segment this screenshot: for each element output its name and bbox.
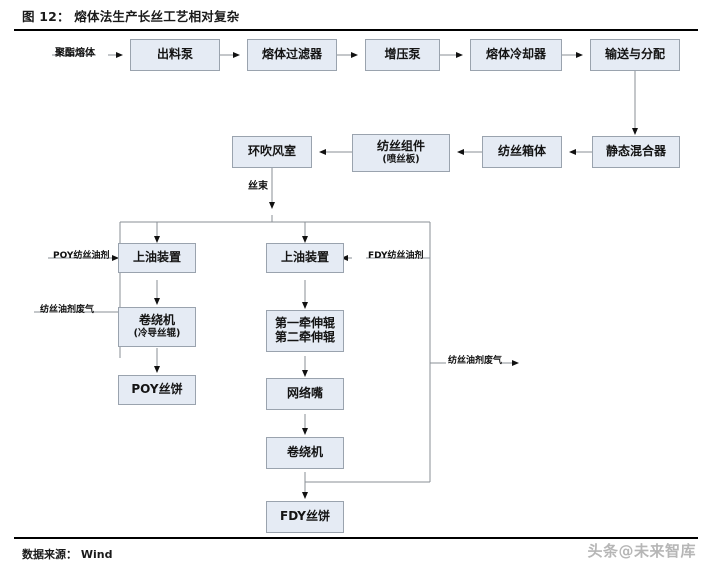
- node-sublabel: (喷丝板): [382, 153, 420, 165]
- node-label: 上油装置: [132, 250, 181, 265]
- node-label-2: 第二牵伸辊: [274, 330, 335, 344]
- node-label: 静态混合器: [605, 144, 666, 159]
- node-discharge-pump[interactable]: 出料泵: [130, 39, 220, 71]
- watermark: 头条@未来智库: [587, 542, 696, 560]
- node-draw-rollers[interactable]: 第一牵伸辊 第二牵伸辊: [266, 310, 344, 352]
- node-label: 熔体过滤器: [261, 47, 322, 62]
- node-sublabel: (冷导丝辊): [133, 327, 181, 339]
- node-winder-poy[interactable]: 卷绕机 (冷导丝辊): [118, 307, 196, 347]
- node-label: 网络嘴: [286, 386, 323, 401]
- node-label: 环吹风室: [247, 144, 296, 159]
- node-label: POY丝饼: [131, 382, 183, 397]
- node-label: 纺丝组件: [376, 139, 425, 154]
- node-label: 卷绕机: [138, 313, 175, 328]
- node-melt-cooler[interactable]: 熔体冷却器: [470, 39, 562, 71]
- node-label: 第一牵伸辊: [274, 316, 335, 331]
- node-fdy-cake[interactable]: FDY丝饼: [266, 501, 344, 533]
- flowchart-canvas: 出料泵 熔体过滤器 增压泵 熔体冷却器 输送与分配 静态混合器 纺丝箱体 纺丝组…: [0, 30, 712, 535]
- node-label: FDY丝饼: [280, 509, 330, 524]
- node-booster-pump[interactable]: 增压泵: [365, 39, 440, 71]
- node-poy-cake[interactable]: POY丝饼: [118, 375, 196, 405]
- flowchart-connectors: [34, 52, 638, 499]
- node-oiling-device-fdy[interactable]: 上油装置: [266, 243, 344, 273]
- node-oiling-device-poy[interactable]: 上油装置: [118, 243, 196, 273]
- node-spinning-box[interactable]: 纺丝箱体: [482, 136, 562, 168]
- node-label: 上油装置: [280, 250, 329, 265]
- node-label: 出料泵: [156, 47, 193, 62]
- node-label: 卷绕机: [286, 445, 323, 460]
- edge-label-spin-oil-waste-right: 纺丝油剂废气: [448, 356, 503, 366]
- node-network-nozzle[interactable]: 网络嘴: [266, 378, 344, 410]
- node-transport-distribute[interactable]: 输送与分配: [590, 39, 680, 71]
- page-title: 图 12： 熔体法生产长丝工艺相对复杂: [22, 9, 240, 24]
- edge-label-fdy-spin-oil: FDY纺丝油剂: [368, 251, 424, 261]
- node-label: 输送与分配: [604, 47, 665, 62]
- footer-divider: [14, 537, 698, 539]
- node-winder-fdy[interactable]: 卷绕机: [266, 437, 344, 469]
- node-label: 纺丝箱体: [497, 144, 546, 159]
- node-label: 增压泵: [384, 47, 421, 62]
- source-label: 数据来源： Wind: [22, 548, 113, 561]
- node-ring-blow-chamber[interactable]: 环吹风室: [232, 136, 312, 168]
- node-label: 熔体冷却器: [485, 47, 546, 62]
- node-spin-pack[interactable]: 纺丝组件 (喷丝板): [352, 134, 450, 172]
- edge-label-polyester-melt: 聚酯熔体: [55, 48, 95, 59]
- edge-label-poy-spin-oil: POY纺丝油剂: [53, 251, 110, 261]
- node-static-mixer[interactable]: 静态混合器: [592, 136, 680, 168]
- node-melt-filter[interactable]: 熔体过滤器: [247, 39, 337, 71]
- edge-label-tow: 丝束: [248, 181, 268, 192]
- header-divider: [14, 29, 698, 31]
- edge-label-spin-oil-waste-left: 纺丝油剂废气: [40, 305, 95, 315]
